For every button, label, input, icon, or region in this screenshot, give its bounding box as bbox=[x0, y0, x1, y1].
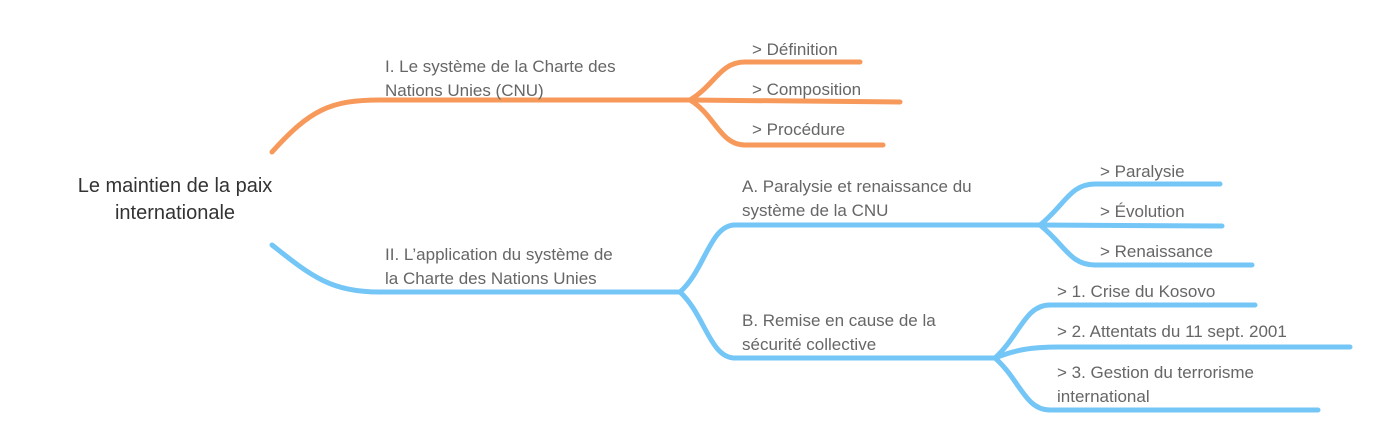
node-renaissance[interactable]: > Renaissance bbox=[1100, 242, 1213, 261]
connector-procedure bbox=[687, 97, 886, 148]
node-composition[interactable]: > Composition bbox=[752, 80, 862, 99]
root-line-2: internationale bbox=[114, 202, 236, 224]
connector-definition bbox=[687, 59, 863, 103]
node-kosovo[interactable]: > 1. Crise du Kosovo bbox=[1057, 282, 1216, 301]
connector-sub-b bbox=[677, 289, 998, 361]
node-line: B. Remise en cause de la bbox=[742, 311, 936, 330]
node-evolution[interactable]: > Évolution bbox=[1100, 202, 1185, 221]
node-line: I. Le système de la Charte des bbox=[385, 57, 616, 76]
connector-kosovo bbox=[992, 302, 1258, 361]
connector-sub-a bbox=[677, 222, 1043, 295]
connector-paralysie bbox=[1037, 181, 1223, 228]
connector-renaissance bbox=[1037, 222, 1255, 268]
root-node[interactable]: Le maintien de la paix internationale bbox=[45, 173, 305, 227]
node-line: II. L’application du système de bbox=[385, 245, 613, 264]
node-line: la Charte des Nations Unies bbox=[385, 269, 597, 288]
node-line: international bbox=[1057, 387, 1150, 406]
node-sub-a[interactable]: A. Paralysie et renaissance du système d… bbox=[742, 175, 972, 223]
node-line: système de la CNU bbox=[742, 201, 889, 220]
node-terrorisme[interactable]: > 3. Gestion du terrorisme international bbox=[1057, 361, 1254, 409]
node-definition[interactable]: > Définition bbox=[752, 40, 838, 59]
node-sub-b[interactable]: B. Remise en cause de la sécurité collec… bbox=[742, 309, 936, 357]
connector-terrorisme bbox=[992, 355, 1321, 413]
connector-composition bbox=[687, 97, 903, 105]
node-branch-1[interactable]: I. Le système de la Charte des Nations U… bbox=[385, 55, 616, 103]
node-attentats[interactable]: > 2. Attentats du 11 sept. 2001 bbox=[1057, 322, 1287, 341]
node-line: > 3. Gestion du terrorisme bbox=[1057, 363, 1255, 382]
connector-branch-2 bbox=[269, 242, 683, 295]
connector-branch-1 bbox=[269, 97, 693, 155]
connector-attentats bbox=[992, 344, 1353, 361]
node-line: sécurité collective bbox=[742, 335, 877, 354]
root-line-1: Le maintien de la paix bbox=[77, 175, 273, 197]
node-paralysie[interactable]: > Paralysie bbox=[1100, 162, 1185, 181]
node-procedure[interactable]: > Procédure bbox=[752, 120, 846, 139]
connector-evolution bbox=[1037, 222, 1225, 229]
node-line: A. Paralysie et renaissance du bbox=[742, 177, 972, 196]
node-branch-2[interactable]: II. L’application du système de la Chart… bbox=[385, 243, 613, 291]
node-line: Nations Unies (CNU) bbox=[385, 81, 544, 100]
